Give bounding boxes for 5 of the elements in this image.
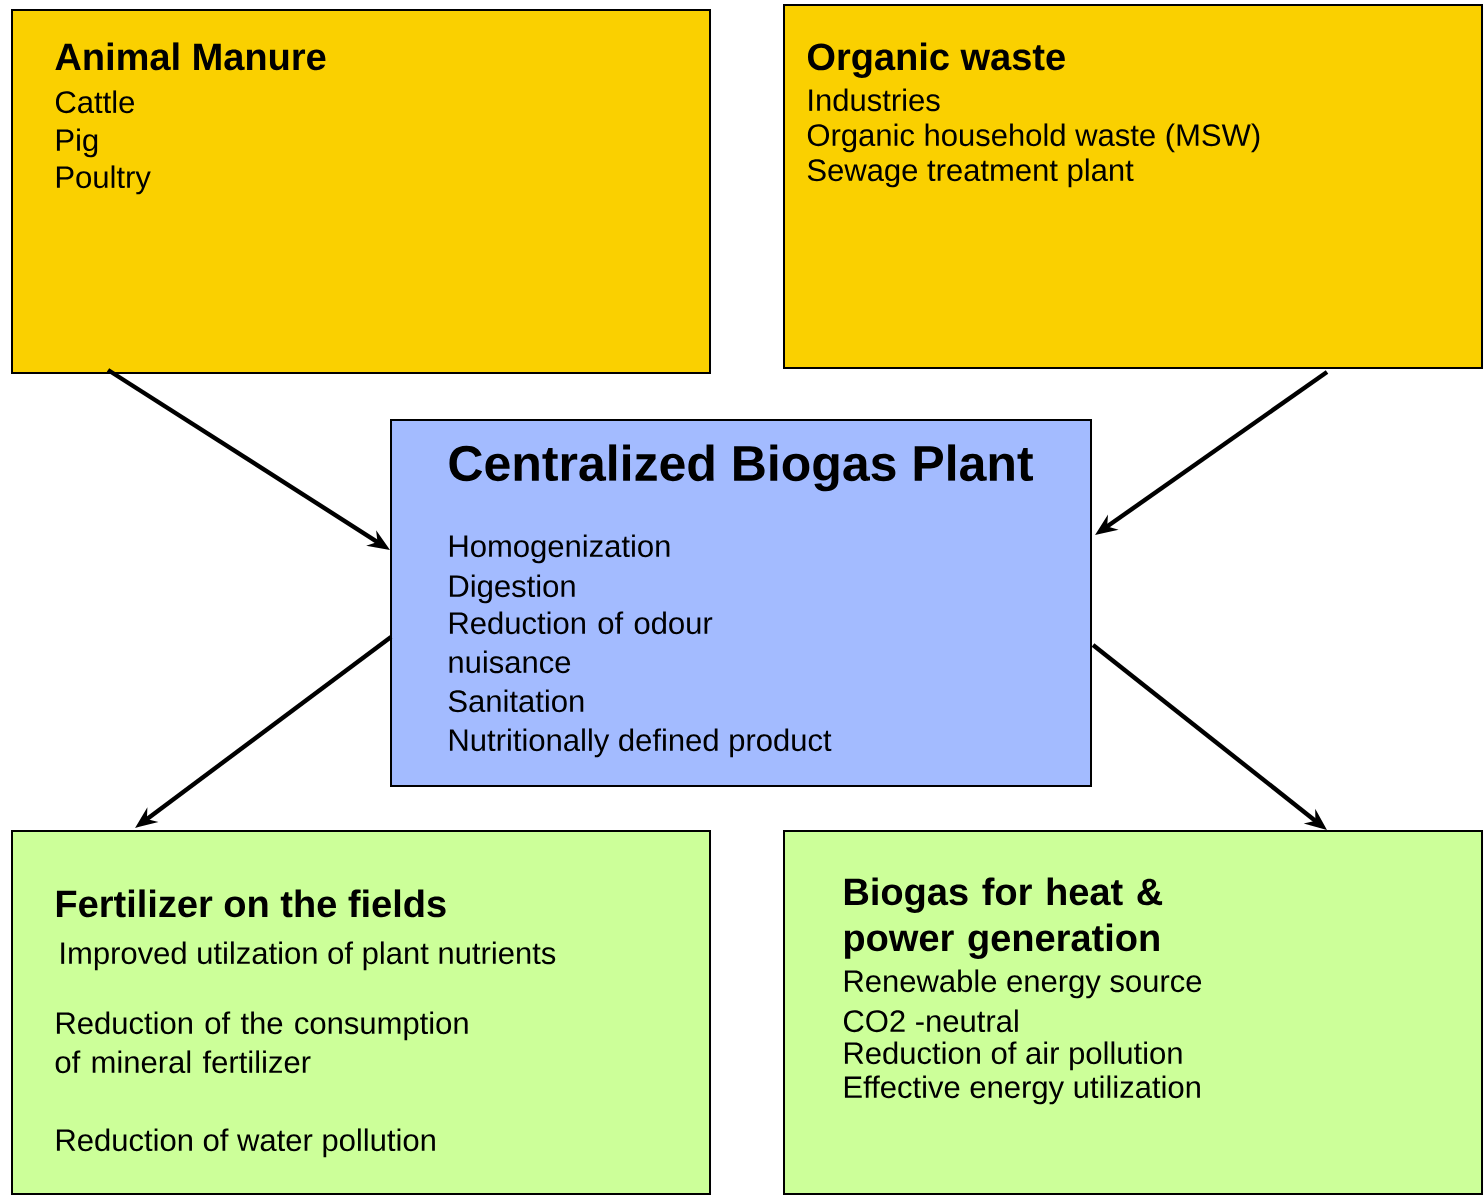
content-box: Centralized Biogas Plant Homogenization Digestion Reduction of odour nuisance Sanitation Nutritionally defined product	[390, 419, 1092, 787]
content-box: Biogas for heat & power generation Renewable energy source CO2 -neutral Reduction of air pollution Effective energy utilization	[783, 830, 1483, 1195]
content-box: Organic waste Industries Organic household waste (MSW) Sewage treatment plant	[783, 4, 1483, 369]
content-box: Fertilizer on the fields Improved utilzation of plant nutrients Reduction of the consumption of mineral fertilizer Reduction of water pollution	[11, 830, 711, 1195]
content-box: Animal Manure Cattle Pig Poultry	[11, 9, 711, 374]
